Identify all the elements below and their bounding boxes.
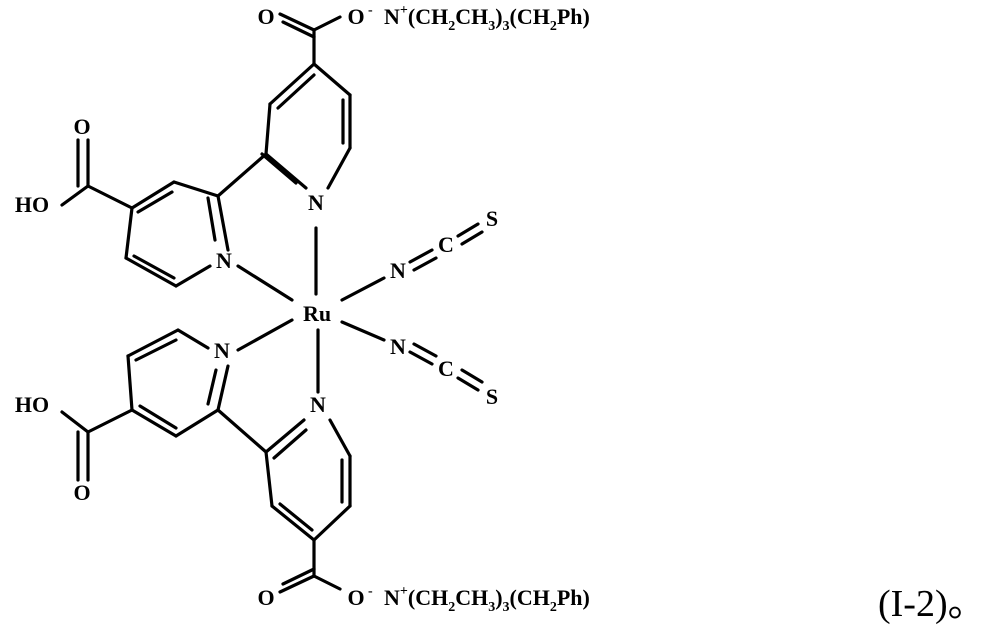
atom-ncs-top-s: S <box>486 206 498 231</box>
charge-minus-bottom: - <box>368 584 373 599</box>
atom-o-bottom-carbonyl: O <box>257 585 274 610</box>
atom-o-left-top: O <box>73 114 90 139</box>
counterion-n: N <box>384 4 400 29</box>
bonds <box>62 14 482 592</box>
text-e: Ph) <box>557 4 590 29</box>
counterion-top: N+(CH2CH3)3(CH2Ph) <box>384 3 590 34</box>
svg-text:N+(CH2CH3)3(CH2Ph): N+(CH2CH3)3(CH2Ph) <box>384 3 590 34</box>
atom-n-bottom-right: N <box>310 392 326 417</box>
atom-ncs-top-c: C <box>438 232 454 257</box>
atom-ncs-bottom-c: C <box>438 356 454 381</box>
figure-caption: (I-2)。 <box>878 583 986 625</box>
atom-n-top-left: N <box>216 248 232 273</box>
sub-c: 3 <box>503 19 510 34</box>
charge-plus: + <box>400 3 408 18</box>
sub-d: 2 <box>550 600 557 615</box>
sub-a: 2 <box>448 19 455 34</box>
text-c: ) <box>495 4 502 29</box>
atom-o-left-bottom: O <box>73 480 90 505</box>
sub-c: 3 <box>503 600 510 615</box>
atom-ncs-bottom-s: S <box>486 384 498 409</box>
text-e: Ph) <box>557 585 590 610</box>
atom-n-bottom-left: N <box>214 338 230 363</box>
atom-o-bottom-anion: O <box>347 585 364 610</box>
atom-ncs-bottom-n: N <box>390 334 406 359</box>
text-b: CH <box>455 585 488 610</box>
text-c: ) <box>495 585 502 610</box>
sub-a: 2 <box>448 600 455 615</box>
sub-b: 3 <box>488 600 495 615</box>
text-a: (CH <box>408 585 448 610</box>
text-b: CH <box>455 4 488 29</box>
text-d: (CH <box>510 585 550 610</box>
counterion-bottom: N+(CH2CH3)3(CH2Ph) <box>384 584 590 615</box>
charge-minus-top: - <box>368 3 373 18</box>
sub-b: 3 <box>488 19 495 34</box>
atom-ho-bottom: HO <box>15 392 49 417</box>
charge-plus: + <box>400 584 408 599</box>
atom-ncs-top-n: N <box>390 258 406 283</box>
svg-text:N+(CH2CH3)3(CH2Ph): N+(CH2CH3)3(CH2Ph) <box>384 584 590 615</box>
text-a: (CH <box>408 4 448 29</box>
atom-n-top-right: N <box>308 190 324 215</box>
text-d: (CH <box>510 4 550 29</box>
atom-ho-top: HO <box>15 192 49 217</box>
counterion-n: N <box>384 585 400 610</box>
atom-o-top-anion: O <box>347 4 364 29</box>
atom-o-top-carbonyl: O <box>257 4 274 29</box>
sub-d: 2 <box>550 19 557 34</box>
atom-ru: Ru <box>303 301 331 326</box>
